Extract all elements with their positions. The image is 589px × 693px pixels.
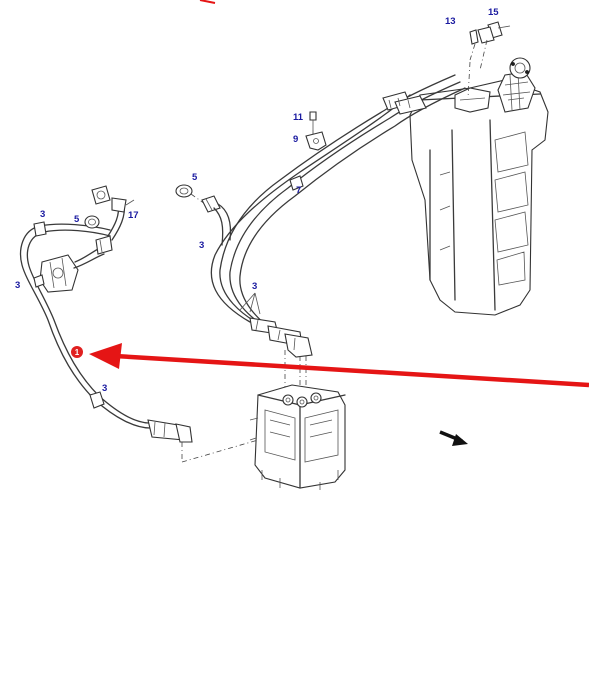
callout-9: 9 [293,134,298,145]
arrow-shaft [114,353,589,388]
callout-15: 15 [488,7,499,18]
fuel-tank [409,57,549,316]
marker-circle [71,346,83,358]
arrow-head [89,343,122,369]
callout-5-left: 5 [74,214,80,225]
marker-label: 1 [75,348,80,357]
top-arrow-fragment [199,0,216,4]
left-hose-assembly [19,185,259,463]
callout-13: 13 [445,16,456,27]
pump-module [249,384,346,490]
fuel-lines-main [210,61,471,341]
callout-3-bottom: 3 [102,383,107,394]
callout-3-center: 3 [199,240,204,251]
callout-17: 17 [128,210,139,221]
callout-3-top-left: 3 [40,209,45,220]
grommet-5-center [175,184,232,246]
fitting-15 [477,21,511,71]
callout-5-center: 5 [192,172,198,183]
callout-11: 11 [293,112,304,123]
leader-3-lines [239,292,261,315]
callout-3-left: 3 [15,280,20,291]
marker-1: 1 [71,346,83,358]
center-connectors [249,317,313,395]
direction-arrow [439,430,468,446]
bracket-9 [305,131,327,151]
fitting-13 [469,29,479,61]
red-pointer-arrow [89,343,589,388]
callout-3-lines: 3 [252,281,257,292]
callout-7: 7 [296,185,301,196]
